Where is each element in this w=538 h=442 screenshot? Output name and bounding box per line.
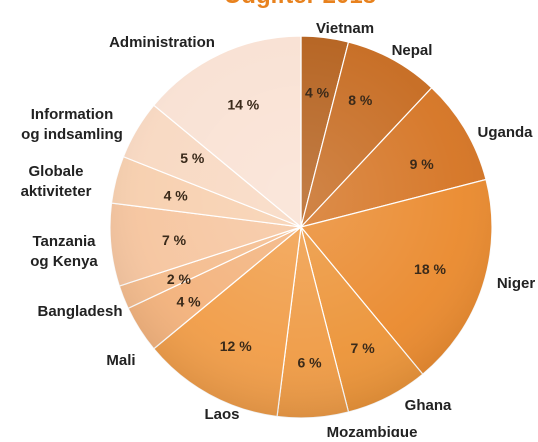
- category-label-line: og indsamling: [21, 126, 123, 143]
- chart-title: Udgifter 2018: [224, 0, 376, 10]
- category-label-mali: Mali: [106, 352, 135, 369]
- category-label-administration: Administration: [109, 34, 215, 51]
- value-label-nepal: 8 %: [348, 92, 373, 108]
- value-label-laos: 12 %: [220, 338, 252, 354]
- value-label-vietnam: 4 %: [305, 85, 330, 101]
- category-label-line: Mozambique: [327, 424, 418, 437]
- category-label-niger: Niger: [497, 275, 536, 292]
- category-label-line: Vietnam: [316, 20, 374, 37]
- category-label-information-og-indsamling: Information og indsamling: [21, 106, 123, 143]
- category-label-vietnam: Vietnam: [316, 20, 374, 37]
- value-label-uganda: 9 %: [410, 156, 435, 172]
- category-label-line: Mali: [106, 352, 135, 369]
- category-label-mozambique: Mozambique: [327, 424, 418, 437]
- value-label-ghana: 7 %: [351, 340, 376, 356]
- category-label-globale-aktiviteter: Globale aktiviteter: [21, 163, 92, 200]
- value-label-information-og-indsamling: 5 %: [180, 150, 205, 166]
- category-label-line: og Kenya: [30, 253, 98, 270]
- category-label-line: Globale: [28, 163, 83, 180]
- category-label-line: Information: [31, 106, 114, 123]
- category-label-line: Niger: [497, 275, 536, 292]
- category-label-uganda: Uganda: [477, 124, 533, 141]
- category-label-line: Uganda: [477, 124, 533, 141]
- category-label-tanzania-og-kenya: Tanzania og Kenya: [30, 233, 98, 270]
- category-label-line: Bangladesh: [37, 303, 122, 320]
- category-label-line: Administration: [109, 34, 215, 51]
- value-label-niger: 18 %: [414, 261, 446, 277]
- labels-layer: 4 % Vietnam 8 % Nepal 9 % Uganda 18 % Niger 7 % G…: [21, 20, 536, 441]
- category-label-ghana: Ghana: [405, 397, 452, 414]
- value-label-tanzania-og-kenya: 7 %: [162, 232, 187, 248]
- category-label-laos: Laos: [204, 406, 239, 423]
- value-label-globale-aktiviteter: 4 %: [164, 187, 189, 203]
- value-label-mali: 4 %: [176, 294, 201, 310]
- category-label-line: aktiviteter: [21, 183, 92, 200]
- category-label-nepal: Nepal: [392, 42, 433, 59]
- value-label-administration: 14 %: [227, 96, 259, 112]
- category-label-line: Laos: [204, 406, 239, 423]
- value-label-bangladesh: 2 %: [167, 271, 192, 287]
- category-label-line: Ghana: [405, 397, 452, 414]
- category-label-bangladesh: Bangladesh: [37, 303, 122, 320]
- category-label-line: Tanzania: [32, 233, 96, 250]
- category-label-line: Nepal: [392, 42, 433, 59]
- value-label-mozambique: 6 %: [297, 354, 322, 370]
